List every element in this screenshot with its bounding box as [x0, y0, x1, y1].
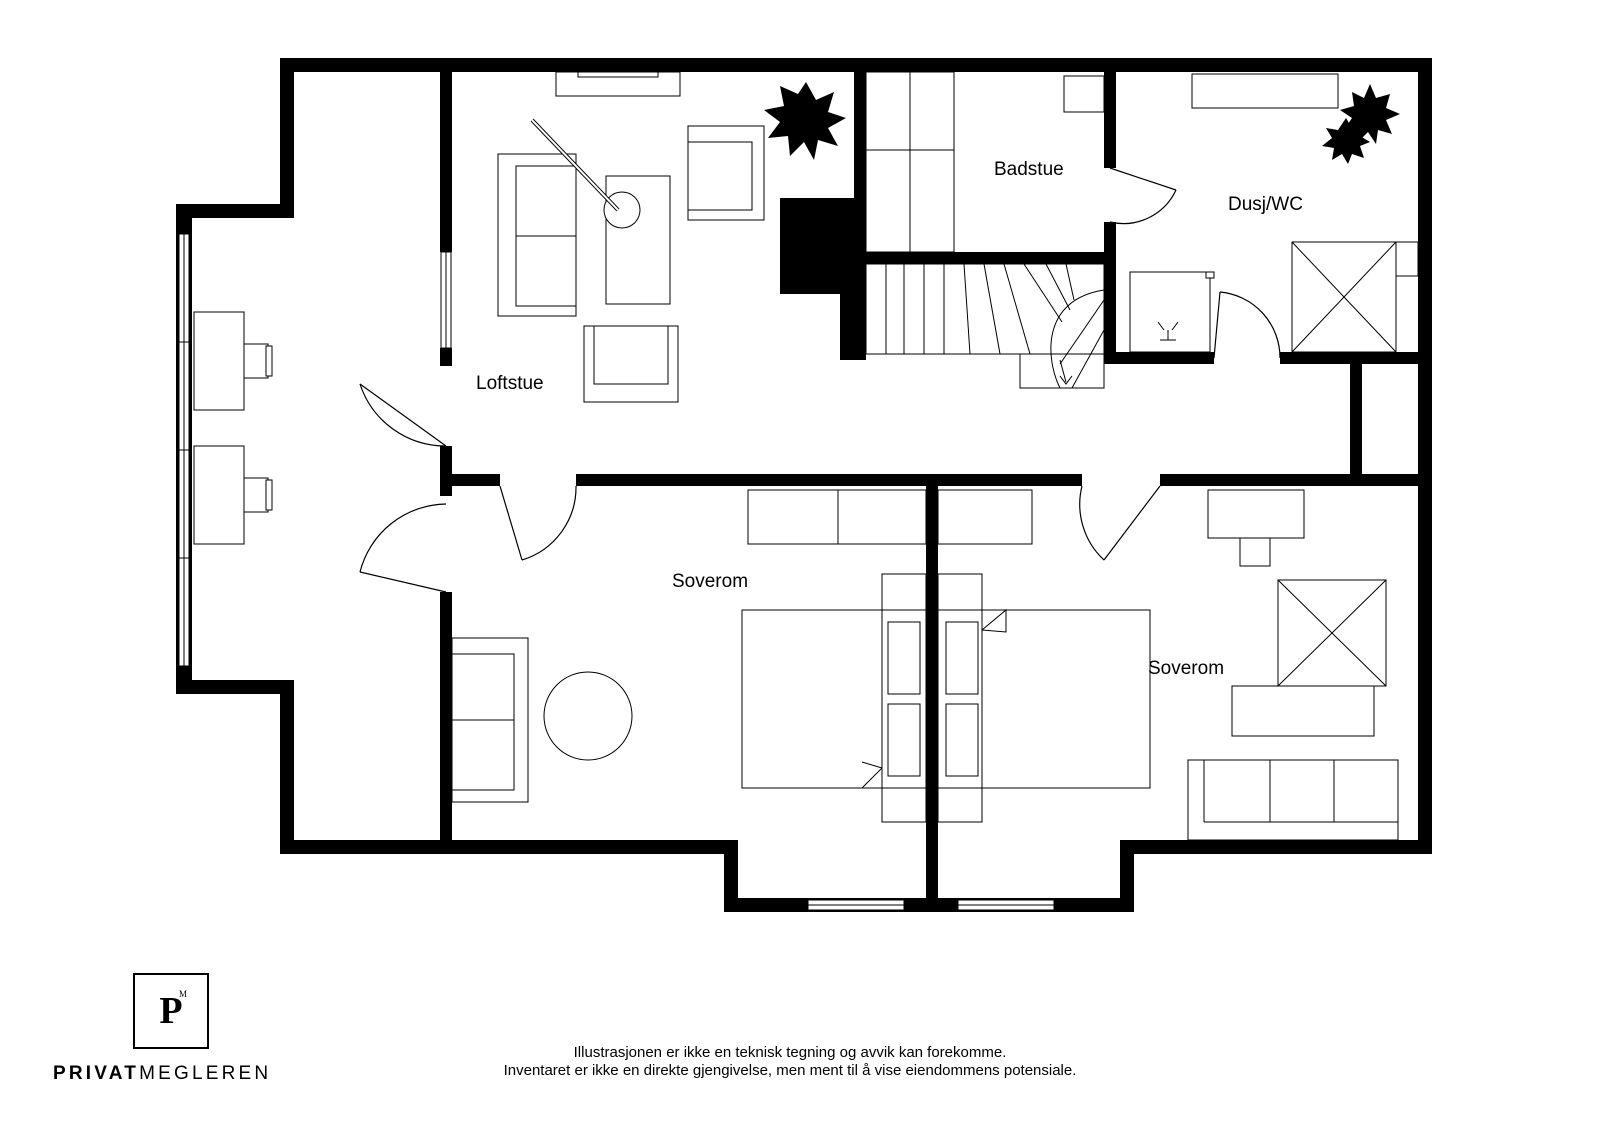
room-label-soverom-right: Soverom — [1148, 658, 1224, 679]
brand-name: PRIVATMEGLEREN — [53, 1063, 293, 1085]
plant-icon — [1322, 84, 1400, 164]
logo-mark: M — [179, 989, 188, 999]
logo-letter: P — [159, 990, 183, 1032]
room-label-soverom-left: Soverom — [672, 571, 748, 592]
disclaimer: Illustrasjonen er ikke en teknisk tegnin… — [430, 1044, 1150, 1080]
doors — [359, 167, 1281, 593]
room-label-loftstue: Loftstue — [476, 373, 544, 394]
windows — [178, 71, 1055, 911]
room-label-badstue: Badstue — [994, 159, 1064, 180]
furniture — [193, 71, 1419, 841]
room-label-dusj-wc: Dusj/WC — [1228, 194, 1303, 215]
stairs — [865, 263, 1105, 389]
disclaimer-line-2: Inventaret er ikke en direkte gjengivels… — [503, 1062, 1077, 1079]
plant-icon — [764, 82, 846, 160]
disclaimer-line-1: Illustrasjonen er ikke en teknisk tegnin… — [573, 1044, 1007, 1061]
brand-name-bold: PRIVAT — [53, 1063, 140, 1084]
brand-name-light: MEGLEREN — [139, 1063, 272, 1084]
brand-logo: P M — [133, 973, 209, 1049]
